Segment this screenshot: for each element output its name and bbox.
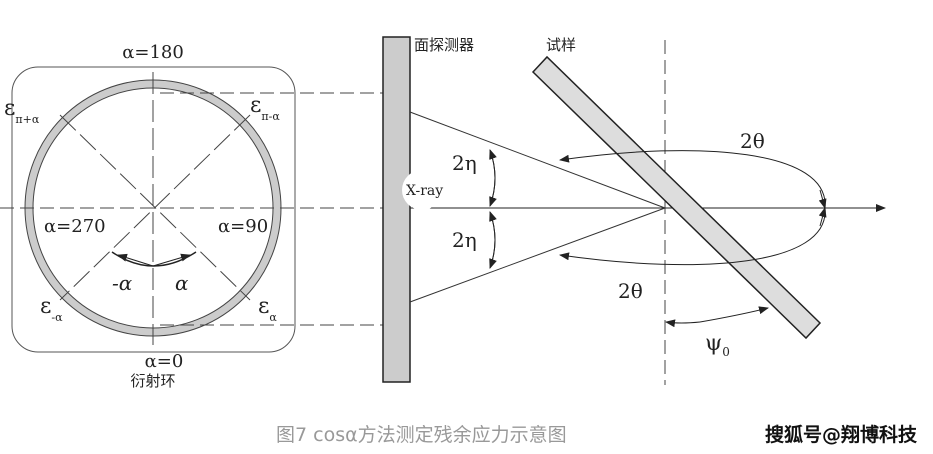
alpha-180-label: α=180 <box>122 42 184 63</box>
alpha-90-label: α=90 <box>218 216 268 237</box>
neg-alpha-label: -α <box>112 271 133 295</box>
eta-bottom-label: 2η <box>452 228 477 252</box>
area-detector <box>382 36 411 383</box>
eps-alpha-label: εα <box>258 294 277 324</box>
figure-caption: 图7 cosα方法测定残余应力示意图 <box>276 424 567 446</box>
psi-label: ψ0 <box>705 331 730 359</box>
specimen <box>531 55 822 340</box>
ring-frame <box>11 66 296 353</box>
ring-name-label: 衍射环 <box>130 372 175 390</box>
alpha-0-label: α=0 <box>145 351 184 372</box>
eps-pi-minus-alpha-label: επ-α <box>250 93 280 123</box>
detector-label: 面探测器 <box>414 36 474 54</box>
eta-top-label: 2η <box>452 151 477 175</box>
pos-alpha-label: α <box>175 271 189 295</box>
alpha-arc <box>111 251 197 267</box>
ring-axes <box>59 72 251 345</box>
theta-bottom-label: 2θ <box>618 279 643 303</box>
specimen-label: 试样 <box>546 36 576 54</box>
eps-neg-alpha-label: ε-α <box>40 294 63 324</box>
xray-label: X-ray <box>406 183 443 199</box>
theta-top-label: 2θ <box>740 129 765 153</box>
watermark: 搜狐号@翔博科技 <box>765 424 918 446</box>
alpha-270-label: α=270 <box>44 216 106 237</box>
eps-pi-plus-alpha-label: επ+α <box>4 96 40 126</box>
